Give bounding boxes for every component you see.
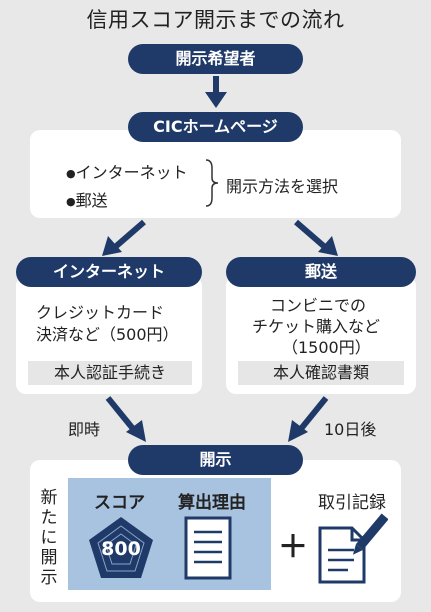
cic-homepage-pill: CICホームページ — [128, 112, 303, 142]
score-label: スコア — [94, 493, 145, 513]
arrow-down-left-icon — [284, 396, 330, 448]
internet-label: インターネット — [52, 262, 165, 281]
mail-desc-line3: （1500円） — [282, 338, 371, 357]
mail-auth-band: 本人確認書類 — [238, 361, 404, 385]
arrow-down-right-icon — [104, 396, 150, 448]
brace-icon — [204, 158, 220, 212]
internet-auth-band: 本人認証手続き — [28, 361, 192, 385]
cic-homepage-label: CICホームページ — [153, 117, 278, 136]
mail-label: 郵送 — [304, 262, 337, 281]
requester-pill: 開示希望者 — [128, 44, 303, 74]
select-method-label: 開示方法を選択 — [226, 177, 339, 196]
method-list-item-internet: ●インターネット — [66, 163, 188, 182]
arrow-down-left-icon — [100, 218, 150, 262]
arrow-down-right-icon — [290, 218, 340, 262]
record-label: 取引記録 — [318, 493, 386, 513]
mail-auth-label: 本人確認書類 — [272, 363, 369, 382]
requester-label: 開示希望者 — [175, 49, 256, 68]
document-icon — [184, 516, 232, 584]
document-with-pen-icon — [314, 510, 389, 590]
internet-desc-line2: 決済など（500円） — [36, 325, 179, 344]
score-pentagon-icon — [86, 514, 156, 586]
new-disclosure-vertical-label: 新たに開示 — [40, 488, 58, 588]
internet-timing-label: 即時 — [68, 420, 101, 439]
cic-panel — [30, 130, 401, 218]
reason-label: 算出理由 — [178, 493, 246, 513]
internet-pill: インターネット — [16, 257, 202, 287]
method-list-item-mail: ●郵送 — [66, 191, 108, 210]
plus-sign: ＋ — [278, 530, 308, 565]
mail-desc-line1: コンビニでの — [270, 296, 367, 315]
disclosure-pill: 開示 — [128, 445, 303, 475]
page-title: 信用スコア開示までの流れ — [86, 8, 345, 32]
mail-timing-label: 10日後 — [324, 420, 377, 439]
disclosure-label: 開示 — [199, 450, 232, 469]
internet-auth-label: 本人認証手続き — [53, 363, 166, 382]
score-value: 800 — [101, 538, 141, 560]
mail-pill: 郵送 — [226, 257, 416, 287]
mail-desc-line2: チケット購入など — [252, 317, 381, 336]
arrow-down-icon — [203, 76, 229, 110]
internet-desc-line1: クレジットカード — [36, 303, 165, 322]
